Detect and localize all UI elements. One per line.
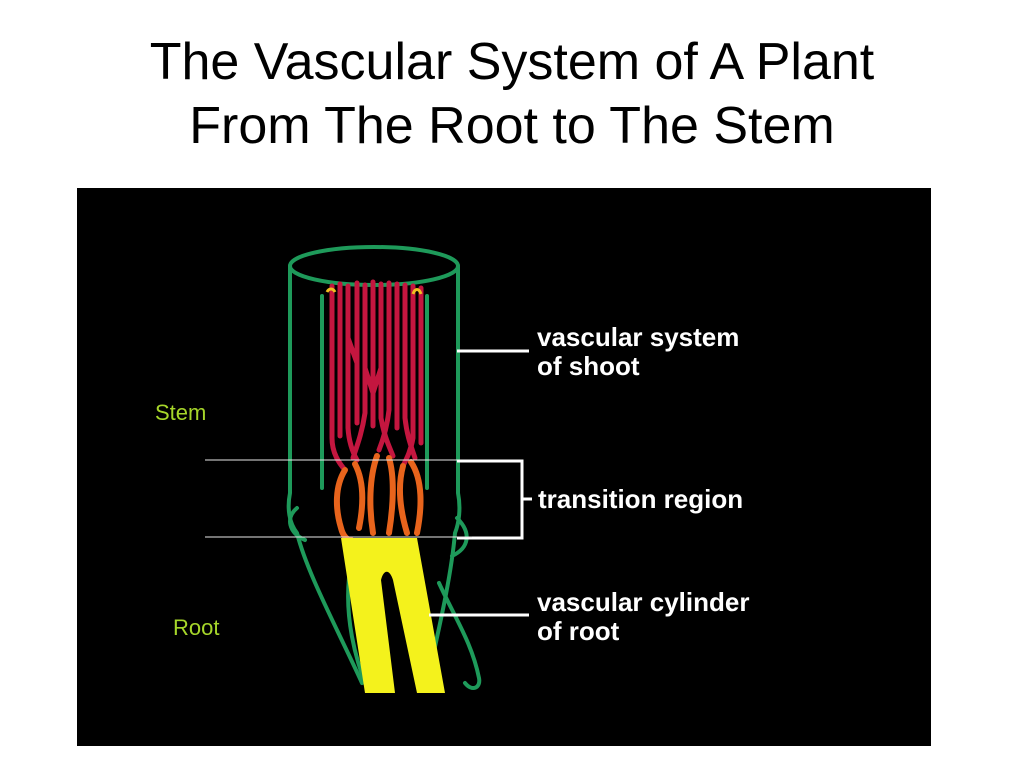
strand-tip-highlight xyxy=(411,288,423,295)
label-transition-region: transition region xyxy=(538,484,744,514)
label-vascular-cylinder-of-root: vascular cylinder of root xyxy=(537,588,749,646)
strand-junction xyxy=(362,365,384,402)
slide-title-line-1: The Vascular System of A Plant xyxy=(149,33,875,91)
label-line: vascular cylinder xyxy=(537,587,750,617)
root-hair-right xyxy=(450,516,469,558)
strand xyxy=(376,280,392,453)
plant-illustration xyxy=(205,245,532,693)
label-leaders xyxy=(429,349,532,617)
slide-title: The Vascular System of A Plant From The … xyxy=(0,30,1024,158)
root-hair-lower xyxy=(437,581,482,690)
strand-junction xyxy=(345,335,360,366)
strand xyxy=(397,463,410,536)
stem-top-rim xyxy=(288,245,460,287)
strand xyxy=(345,283,360,463)
strand xyxy=(350,282,368,461)
stem-left-edge xyxy=(286,264,364,685)
label-vascular-system-of-shoot: vascular system of shoot xyxy=(537,323,739,381)
label-line: of root xyxy=(537,616,620,646)
side-label-root: Root xyxy=(173,615,220,640)
strand xyxy=(408,459,424,536)
shoot-vascular-strands xyxy=(329,279,424,473)
stem-right-edge xyxy=(425,264,462,685)
strand xyxy=(367,453,380,536)
strand xyxy=(402,282,418,461)
strand xyxy=(333,467,354,543)
slide-title-line-2: From The Root to The Stem xyxy=(189,97,835,155)
root-hair-left xyxy=(288,506,307,542)
transition-bracket xyxy=(457,459,524,540)
side-label-stem: Stem xyxy=(155,400,207,425)
root-vascular-cylinder xyxy=(341,538,445,693)
transition-strands xyxy=(333,453,424,543)
strand-tip-highlight xyxy=(325,287,337,293)
strand xyxy=(386,455,396,536)
label-line: of shoot xyxy=(537,351,640,381)
vascular-system-diagram: vascular system of shoot transition regi… xyxy=(77,188,931,746)
strand xyxy=(352,461,366,531)
label-line: vascular system xyxy=(537,322,740,352)
